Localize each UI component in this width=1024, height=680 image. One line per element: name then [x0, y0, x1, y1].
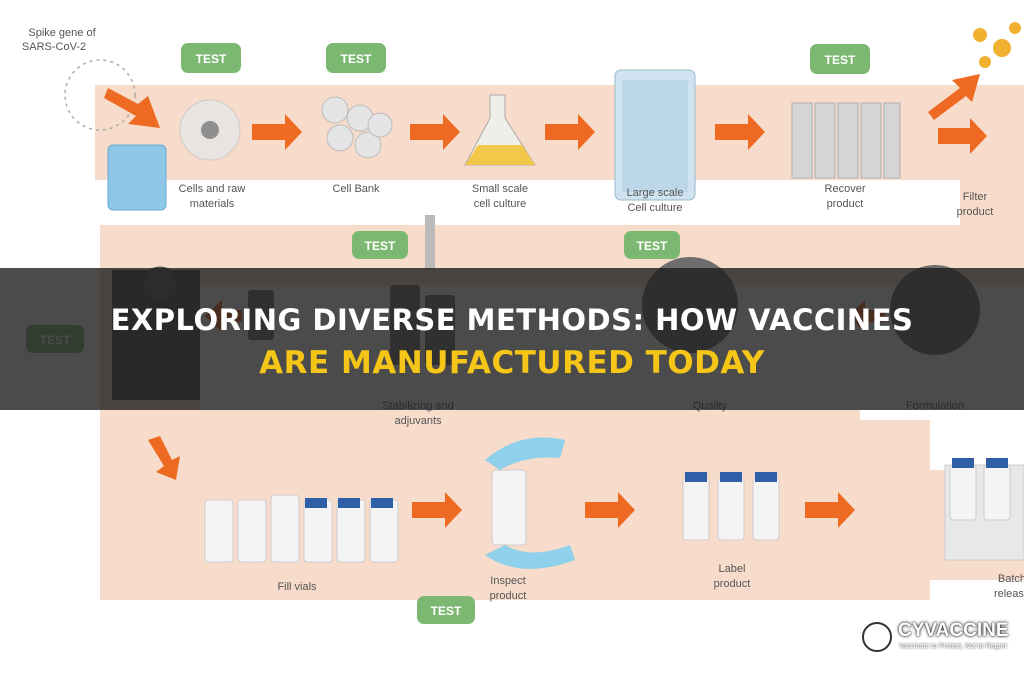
step-label-cell-bank: Cell Bank: [332, 183, 380, 195]
step-label-stabilizing-2: adjuvants: [394, 415, 442, 427]
step-label-recover-2: product: [827, 198, 864, 210]
step-label-cells-raw-2: materials: [190, 198, 235, 210]
step-label-filter-1: Filter: [963, 191, 988, 203]
arrow-5: [715, 114, 765, 150]
dropper-icon: [425, 215, 435, 270]
arrow-10: [148, 436, 180, 480]
cell-nucleus-icon: [201, 121, 219, 139]
step-label-label-1: Label: [719, 563, 746, 575]
arrow-11: [412, 492, 462, 528]
start-label-line-2: SARS-CoV-2: [22, 41, 86, 53]
step-label-small-culture-1: Small scale: [472, 183, 528, 195]
svg-text:TEST: TEST: [365, 239, 396, 253]
step-label-large-culture-1: Large scale: [627, 187, 684, 199]
arrow-13: [805, 492, 855, 528]
step-label-fill: Fill vials: [277, 581, 317, 593]
headline: EXPLORING DIVERSE METHODS: HOW VACCINES …: [0, 300, 1024, 386]
start-label-line-1: Spike gene of: [28, 27, 96, 39]
headline-line-2: ARE MANUFACTURED TODAY: [259, 345, 765, 381]
headline-band: [0, 268, 1024, 410]
bioreactor-icon: [614, 69, 696, 201]
step-label-small-culture-2: cell culture: [474, 198, 527, 210]
raw-materials-drum: [107, 144, 167, 211]
test-badge-2: TEST: [326, 43, 386, 73]
cell-bank-icon: [321, 96, 393, 159]
test-badge-1: TEST: [181, 43, 241, 73]
svg-text:TEST: TEST: [431, 604, 462, 618]
svg-text:TEST: TEST: [196, 52, 227, 66]
step-label-cells-raw-1: Cells and raw: [179, 183, 246, 195]
test-badge-3: TEST: [810, 44, 870, 74]
arrow-12: [585, 492, 635, 528]
arrow-4: [545, 114, 595, 150]
step-label-large-culture-2: Cell culture: [627, 202, 682, 214]
batch-release-icon: [944, 458, 1024, 561]
inspect-vial-icon: [485, 437, 575, 569]
step-label-filter-2: product: [957, 206, 994, 218]
flow-arrows: [104, 74, 987, 528]
logo-mark-icon: [862, 622, 892, 652]
arrow-6: [928, 74, 980, 120]
label-vials-icon: [682, 472, 780, 541]
brand-logo: CYVACCINE Vaccinate to Protect, Not to R…: [862, 616, 1012, 660]
step-label-label-2: product: [714, 578, 751, 590]
virus-particles-icon: [973, 22, 1021, 68]
start-marker: [64, 59, 136, 131]
test-badge-7: TEST: [417, 596, 475, 624]
logo-name: CYVACCINE: [898, 620, 1009, 641]
arrow-2: [252, 114, 302, 150]
svg-text:TEST: TEST: [825, 53, 856, 67]
test-badge-4: TEST: [352, 231, 408, 259]
step-label-inspect-1: Inspect: [490, 575, 525, 587]
step-label-batch-2: release: [994, 588, 1024, 600]
headline-line-1: EXPLORING DIVERSE METHODS: HOW VACCINES: [110, 303, 914, 337]
arrow-3: [410, 114, 460, 150]
recover-product-icon: [791, 102, 901, 179]
step-label-recover-1: Recover: [825, 183, 866, 195]
test-badge-5: TEST: [624, 231, 680, 259]
arrow-7: [938, 118, 987, 154]
flask-icon: [464, 94, 536, 166]
step-label-inspect-2: product: [490, 590, 527, 602]
svg-text:TEST: TEST: [341, 52, 372, 66]
logo-tagline: Vaccinate to Protect, Not to Regret: [899, 643, 1007, 650]
fill-vials-icon: [204, 494, 399, 563]
arrow-1: [104, 88, 160, 128]
step-label-batch-1: Batch: [998, 573, 1024, 585]
svg-text:TEST: TEST: [637, 239, 668, 253]
